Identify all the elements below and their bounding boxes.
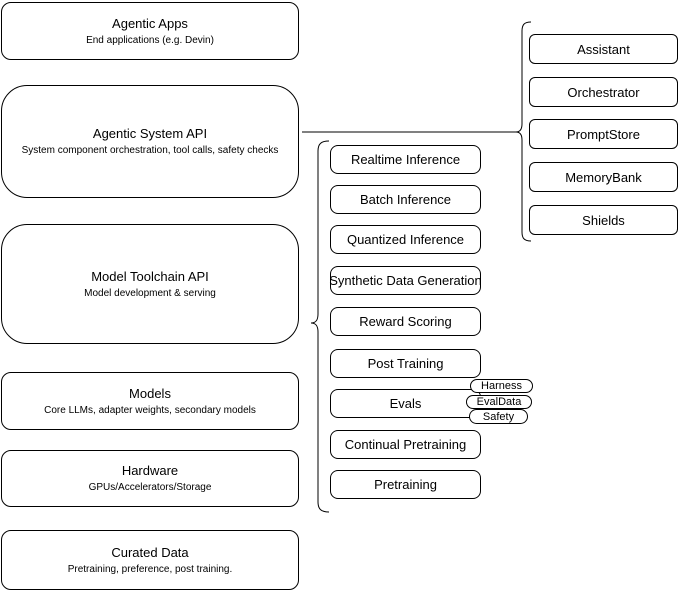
layer-box-agentic-system-api: Agentic System API System component orch…	[1, 85, 299, 198]
box-subtitle: Core LLMs, adapter weights, secondary mo…	[44, 404, 256, 416]
layer-box-hardware: Hardware GPUs/Accelerators/Storage	[1, 450, 299, 507]
toolchain-item-quantized-inference: Quantized Inference	[330, 225, 481, 254]
box-title: Agentic Apps	[112, 15, 188, 31]
box-title: Model Toolchain API	[91, 268, 209, 284]
toolchain-item-realtime-inference: Realtime Inference	[330, 145, 481, 174]
eval-tag-safety: Safety	[469, 409, 528, 424]
toolchain-item-post-training: Post Training	[330, 349, 481, 378]
box-subtitle: Model development & serving	[84, 287, 216, 299]
box-subtitle: Pretraining, preference, post training.	[67, 563, 233, 575]
system-component-promptstore: PromptStore	[529, 119, 678, 149]
box-subtitle: GPUs/Accelerators/Storage	[88, 482, 212, 493]
eval-tag-harness: Harness	[470, 379, 533, 393]
toolchain-item-synthetic-data-generation: Synthetic Data Generation	[329, 266, 482, 295]
box-title: Hardware	[121, 463, 179, 478]
layer-box-models: Models Core LLMs, adapter weights, secon…	[1, 372, 299, 430]
system-component-memorybank: MemoryBank	[529, 162, 678, 192]
toolchain-item-batch-inference: Batch Inference	[330, 185, 481, 214]
box-subtitle: System component orchestration, tool cal…	[21, 145, 279, 156]
box-title: Models	[129, 385, 171, 401]
components-brace	[515, 21, 532, 242]
toolchain-item-continual-pretraining: Continual Pretraining	[330, 430, 481, 459]
system-component-assistant: Assistant	[529, 34, 678, 64]
layer-box-agentic-apps: Agentic Apps End applications (e.g. Devi…	[1, 2, 299, 60]
layer-box-curated-data: Curated Data Pretraining, preference, po…	[1, 530, 299, 590]
eval-tag-evaldata: EvalData	[466, 395, 532, 409]
toolchain-item-reward-scoring: Reward Scoring	[330, 307, 481, 336]
layer-box-model-toolchain-api: Model Toolchain API Model development & …	[1, 224, 299, 344]
box-subtitle: End applications (e.g. Devin)	[86, 34, 214, 46]
system-component-orchestrator: Orchestrator	[529, 77, 678, 107]
system-component-shields: Shields	[529, 205, 678, 235]
box-title: Agentic System API	[92, 126, 208, 141]
toolchain-item-evals: Evals	[330, 389, 481, 418]
toolchain-brace	[310, 140, 330, 513]
box-title: Curated Data	[111, 544, 189, 560]
toolchain-item-pretraining: Pretraining	[330, 470, 481, 499]
